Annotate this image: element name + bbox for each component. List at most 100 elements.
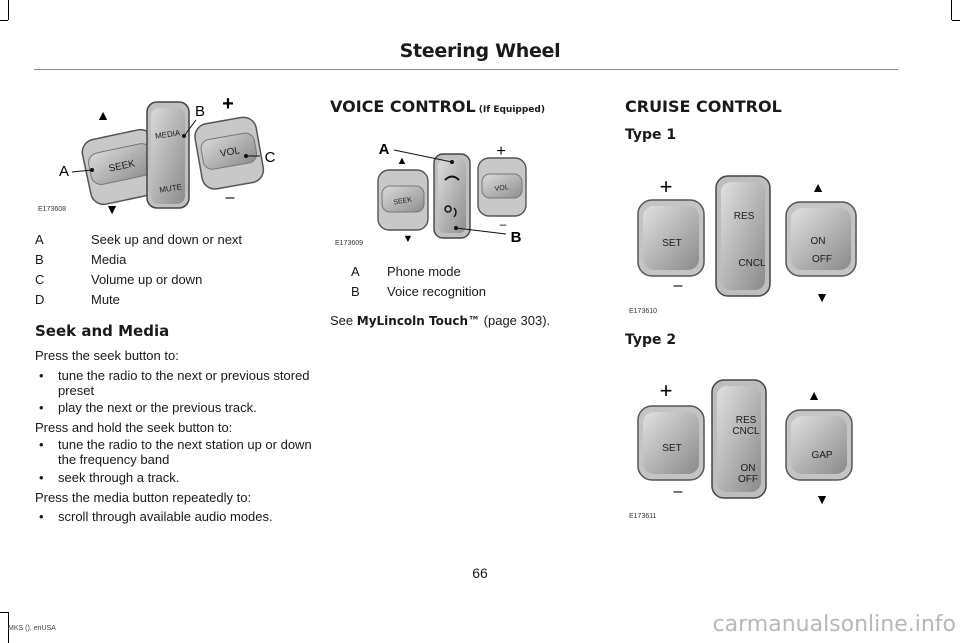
volume-button: VOL: [194, 116, 265, 190]
bullet-icon: •: [39, 470, 44, 485]
plus-icon: +: [660, 174, 673, 199]
bullet-icon: •: [39, 400, 44, 415]
bullet-text: tune the radio to the next or previous s…: [58, 368, 310, 398]
plus-icon: +: [660, 378, 673, 403]
crop-mark: [952, 20, 960, 21]
media-label: MEDIA: [154, 128, 181, 141]
legend-text: Mute: [91, 292, 120, 307]
legend-text: Media: [91, 252, 127, 267]
figure-code: E173610: [629, 308, 658, 315]
set-button: SET: [637, 199, 705, 277]
crop-mark: [951, 0, 952, 20]
footer-text: MKS (), enUSA: [8, 625, 56, 632]
page-title: Steering Wheel: [399, 40, 561, 62]
bullet-item: •tune the radio to the next station up o…: [35, 437, 323, 467]
section-heading-cruise-control: CRUISE CONTROL: [625, 97, 782, 116]
bullet-text: play the next or the previous track.: [58, 400, 257, 415]
callout-a: A: [59, 163, 69, 180]
bullet-item: • seek through a track.: [35, 470, 323, 485]
res-cncl-on-off-button: RES CNCL ON OFF: [711, 379, 767, 499]
voice-heading-suffix: (If Equipped): [475, 105, 545, 115]
voice-controls-legend: A Phone mode B Voice recognition: [351, 264, 591, 304]
type1-heading: Type 1: [625, 127, 677, 143]
on-label: ON: [741, 463, 756, 474]
up-arrow-icon: ▲: [96, 107, 110, 123]
minus-icon: –: [674, 483, 683, 500]
seek-button: SEEK: [81, 128, 163, 206]
crop-mark: [0, 612, 8, 613]
legend-key: A: [35, 232, 44, 247]
on-label: ON: [811, 236, 826, 247]
mute-label: MUTE: [159, 182, 183, 194]
legend-text: Voice recognition: [387, 284, 487, 299]
plus-icon: +: [496, 143, 505, 160]
cruise-type1-figure: SET RES CNCL ON OFF + – ▲ ▼: [628, 172, 868, 307]
see-prefix: See: [330, 313, 357, 328]
off-label: OFF: [738, 474, 758, 485]
bullet-item: • play the next or the previous track.: [35, 400, 323, 415]
legend-row: B Voice recognition: [351, 284, 591, 304]
cncl-label: CNCL: [732, 426, 760, 437]
crop-mark: [0, 20, 8, 21]
cross-reference: See MyLincoln Touch™ (page 303).: [330, 313, 550, 328]
legend-text: Phone mode: [387, 264, 461, 279]
audio-controls-figure: SEEK MEDIA MUTE VOL ▲ ▼ + – B A C: [34, 92, 304, 217]
type2-heading: Type 2: [625, 332, 677, 348]
crop-mark: [8, 0, 9, 20]
watermark: carmanualsonline.info: [712, 612, 956, 637]
volume-button: VOL: [477, 157, 527, 217]
gap-button: GAP: [785, 409, 853, 481]
callout-b: B: [511, 229, 522, 246]
res-label: RES: [734, 211, 755, 222]
up-arrow-icon: ▲: [397, 155, 408, 167]
plus-icon: +: [222, 93, 234, 115]
section-heading-seek-media: Seek and Media: [35, 322, 170, 340]
mylincoln-touch-link[interactable]: MyLincoln Touch™: [356, 314, 481, 328]
legend-row: B Media: [35, 252, 305, 272]
voice-icon: [444, 205, 457, 218]
vol-label: VOL: [494, 184, 509, 193]
legend-key: B: [35, 252, 44, 267]
bullet-text: scroll through available audio modes.: [58, 509, 273, 524]
bullet-text: seek through a track.: [58, 470, 180, 485]
gap-label: GAP: [811, 450, 832, 461]
voice-controls-figure: SEEK VOL ▲ ▼ + – A B: [336, 132, 576, 250]
figure-code: E173608: [38, 206, 67, 213]
minus-icon: –: [500, 217, 507, 231]
media-button: MEDIA MUTE: [146, 101, 190, 209]
seek-hold-intro: Press and hold the seek button to:: [35, 420, 233, 435]
set-label: SET: [662, 443, 681, 454]
off-label: OFF: [812, 254, 832, 265]
legend-text: Volume up or down: [91, 272, 203, 287]
legend-row: C Volume up or down: [35, 272, 305, 292]
phone-voice-button: [433, 153, 471, 239]
legend-key: B: [351, 284, 360, 299]
cruise-type2-figure: SET RES CNCL ON OFF GAP + – ▲ ▼: [628, 376, 868, 510]
bullet-item: • scroll through available audio modes.: [35, 509, 323, 524]
bullet-item: •tune the radio to the next or previous …: [35, 368, 323, 398]
seek-intro: Press the seek button to:: [35, 348, 179, 363]
up-arrow-icon: ▲: [807, 387, 821, 403]
page-number: 66: [472, 565, 488, 581]
minus-icon: –: [674, 277, 683, 294]
set-label: SET: [662, 238, 681, 249]
down-arrow-icon: ▼: [815, 289, 829, 305]
callout-a: A: [379, 141, 390, 158]
voice-heading-text: VOICE CONTROL: [330, 97, 476, 116]
res-cncl-button: RES CNCL: [715, 175, 771, 297]
bullet-icon: •: [39, 509, 44, 524]
header-divider: [34, 69, 898, 70]
minus-icon: –: [226, 189, 235, 206]
on-off-button: ON OFF: [785, 201, 857, 277]
phone-icon: [444, 175, 460, 181]
down-arrow-icon: ▼: [403, 233, 414, 245]
callout-c: C: [265, 149, 276, 166]
section-heading-voice-control: VOICE CONTROL (If Equipped): [330, 97, 545, 116]
crop-mark: [8, 612, 9, 643]
down-arrow-icon: ▼: [105, 201, 119, 217]
legend-key: C: [35, 272, 45, 287]
seek-label: SEEK: [393, 196, 413, 206]
legend-key: A: [351, 264, 360, 279]
